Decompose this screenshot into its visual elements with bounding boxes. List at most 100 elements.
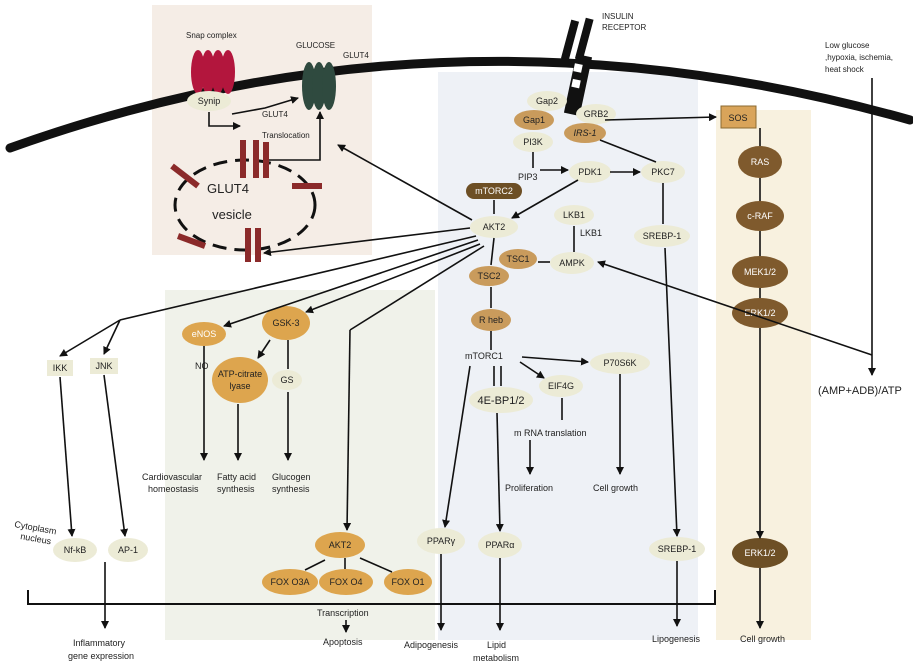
amp-ratio-label: (AMP+ADB)/ATP — [818, 385, 902, 397]
pdk1-node — [569, 161, 611, 183]
synip-node — [187, 91, 231, 111]
tsc1-node — [499, 249, 537, 269]
glycogen-label-2: synthesis — [272, 484, 310, 494]
lkb1-label: LKB1 — [563, 210, 585, 220]
mek-label: MEK1/2 — [744, 267, 776, 277]
fatty-acid-label-1: Fatty acid — [217, 472, 256, 482]
mtorc1-label: mTORC1 — [465, 351, 503, 361]
grb2-label: GRB2 — [584, 109, 609, 119]
enos-label: eNOS — [192, 329, 217, 339]
tsc2-node — [469, 266, 509, 286]
fox-o3a-label: FOX O3A — [270, 577, 309, 587]
nfkb-label: Nf-kB — [64, 545, 87, 555]
gs-label: GS — [280, 375, 293, 385]
synip-label: Synip — [198, 96, 221, 106]
glut4-vesicle-label-2: vesicle — [212, 207, 252, 222]
grb2-node — [576, 104, 616, 124]
atp-citrate-lyase-node — [212, 357, 268, 403]
ikk-node — [47, 360, 73, 376]
gs-node — [272, 370, 302, 390]
no-label: NO — [195, 361, 209, 371]
craf-node — [736, 201, 784, 231]
fox-o3a-node — [262, 569, 318, 595]
irs1-label: IRS-1 — [573, 128, 596, 138]
srebp1-bottom-label: SREBP-1 — [658, 544, 697, 554]
ampk-node — [550, 252, 594, 274]
gap1-node — [514, 110, 554, 130]
eif4g-node — [539, 375, 583, 397]
glut4-channel — [302, 62, 336, 110]
ppar-alpha-node — [478, 532, 522, 558]
pkc7-label: PKC7 — [651, 167, 675, 177]
inflammatory-label-2: gene expression — [68, 651, 134, 661]
stress-label-2: ,hypoxia, ischemia, — [825, 53, 893, 62]
akt2-bottom-node — [315, 532, 365, 558]
fox-o4-label: FOX O4 — [329, 577, 362, 587]
cardio-label-1: Cardiovascular — [142, 472, 202, 482]
srebp1-top-label: SREBP-1 — [643, 231, 682, 241]
srebp1-top-node — [634, 225, 690, 247]
fox-o4-node — [319, 569, 373, 595]
ap1-label: AP-1 — [118, 545, 138, 555]
transcription-label: Transcription — [317, 608, 369, 618]
sos-node — [720, 105, 757, 129]
inflammatory-label-1: Inflammatory — [73, 638, 126, 648]
rheb-label: R heb — [479, 315, 503, 325]
erk-top-label: ERK1/2 — [744, 308, 775, 318]
atp-citrate-label-2: lyase — [229, 381, 250, 391]
mek-node — [732, 256, 788, 288]
craf-label: c-RAF — [747, 211, 773, 221]
glut4-channel-label: GLUT4 — [343, 51, 369, 60]
insulin-receptor-label-1: INSULIN — [602, 12, 634, 21]
eif4g-label: EIF4G — [548, 381, 574, 391]
akt2-label: AKT2 — [483, 222, 506, 232]
glut4-translocation-glut4-label: GLUT4 — [262, 110, 288, 119]
erk-top-node — [732, 298, 788, 328]
ppar-alpha-label: PPARα — [485, 540, 514, 550]
ap1-node — [108, 538, 148, 562]
pathway-arrows — [59, 113, 873, 633]
stress-label-3: heat shock — [825, 65, 865, 74]
proliferation-label: Proliferation — [505, 483, 553, 493]
akt2-bottom-label: AKT2 — [329, 540, 352, 550]
adipogenesis-label: Adipogenesis — [404, 640, 459, 650]
erk-bottom-label: ERK1/2 — [744, 548, 775, 558]
snap-complex — [191, 50, 235, 94]
lipid-label-2: metabolism — [473, 653, 519, 663]
glucose-label: GLUCOSE — [296, 41, 335, 50]
glut4-region-background — [152, 5, 372, 255]
pkc7-node — [641, 161, 685, 183]
pi3k-node — [513, 132, 553, 152]
ras-node — [738, 146, 782, 178]
mtorc2-label: mTORC2 — [475, 186, 513, 196]
insulin-receptor-label-2: RECEPTOR — [602, 23, 647, 32]
glycogen-label-1: Glucogen — [272, 472, 311, 482]
jnk-label: JNK — [95, 361, 112, 371]
lkb1-text: LKB1 — [580, 228, 602, 238]
apoptosis-label: Apoptosis — [323, 637, 363, 647]
tsc2-label: TSC2 — [477, 271, 500, 281]
cell-membrane — [5, 56, 913, 153]
fox-o1-label: FOX O1 — [391, 577, 424, 587]
nfkb-node — [53, 538, 97, 562]
mtorc2-node — [466, 183, 522, 199]
pdk1-label: PDK1 — [578, 167, 602, 177]
ikk-label: IKK — [53, 363, 68, 373]
stress-label-1: Low glucose — [825, 41, 870, 50]
mrna-translation-label: m RNA translation — [514, 428, 587, 438]
insulin-receptor — [560, 17, 594, 117]
cell-growth-mid-label: Cell growth — [593, 483, 638, 493]
gap1-label: Gap1 — [523, 115, 545, 125]
nuclear-transcription-line — [27, 590, 716, 605]
4ebp-label: 4E-BP1/2 — [477, 395, 524, 407]
4ebp-node — [469, 387, 533, 413]
cell-growth-right-label: Cell growth — [740, 634, 785, 644]
ppar-gamma-label: PPARγ — [427, 536, 456, 546]
snap-complex-label: Snap complex — [186, 31, 237, 40]
gsk3-node — [262, 306, 310, 340]
vesicle-glut4-proteins — [170, 140, 322, 262]
atp-citrate-label-1: ATP-citrate — [218, 369, 262, 379]
irs1-node — [564, 123, 606, 143]
cardio-label-2: homeostasis — [148, 484, 199, 494]
